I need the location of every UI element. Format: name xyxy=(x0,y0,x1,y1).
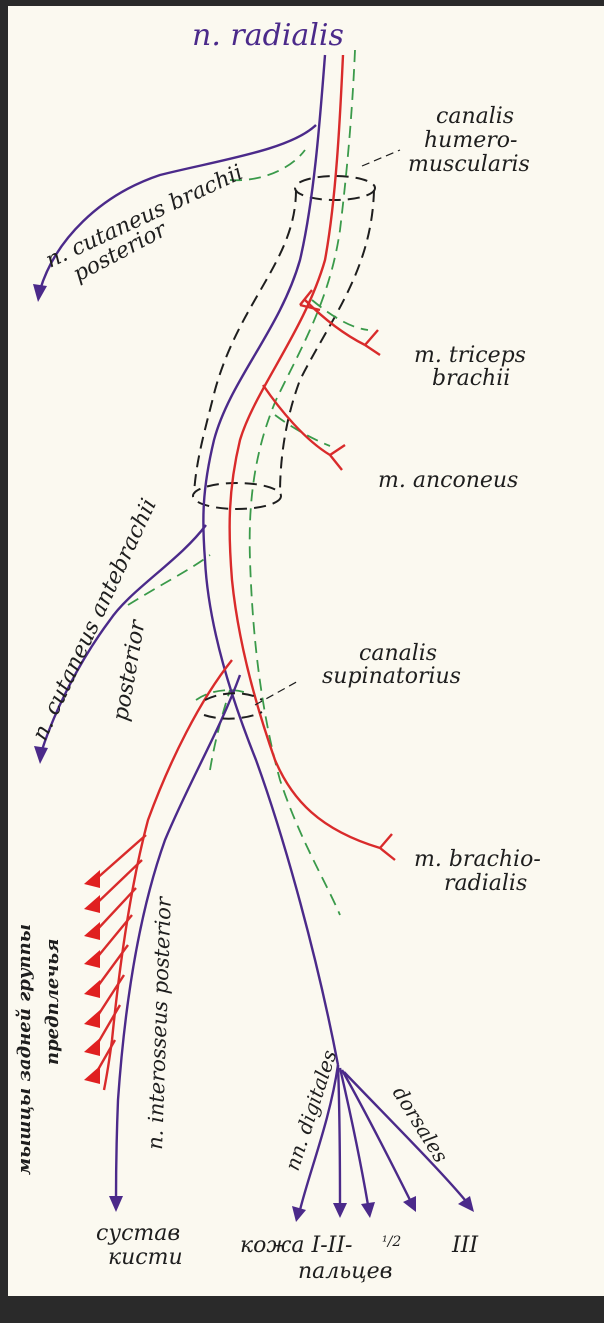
skin-label-2: ¹/2 xyxy=(382,1234,401,1250)
title-label: n. radialis xyxy=(192,18,344,53)
canalis-supinatorius-label-2: supinatorius xyxy=(322,664,461,689)
brachioradialis-label-1: m. brachio- xyxy=(414,847,541,872)
canalis-humeromuscularis-label-2: humero- xyxy=(424,128,517,153)
brachioradialis-label-2: radialis xyxy=(444,871,527,896)
canalis-supinatorius-label-1: canalis xyxy=(359,641,437,666)
triceps-label-2: brachii xyxy=(432,366,510,391)
joint-label-1: сустав xyxy=(96,1221,180,1246)
forearm-muscles-label-2: предплечья xyxy=(42,939,63,1065)
joint-label-2: кисти xyxy=(108,1245,183,1270)
skin-label-4: пальцев xyxy=(298,1259,392,1284)
anconeus-label: m. anconeus xyxy=(378,468,518,493)
triceps-label-1: m. triceps xyxy=(414,343,526,368)
canalis-humeromuscularis-label-3: muscularis xyxy=(408,152,530,177)
skin-label-3: III xyxy=(451,1233,479,1258)
forearm-muscles-label-1: мышцы задней группы xyxy=(14,924,35,1175)
canalis-humeromuscularis-label-1: canalis xyxy=(436,104,514,129)
skin-label-1: кожа I-II- xyxy=(240,1233,352,1258)
